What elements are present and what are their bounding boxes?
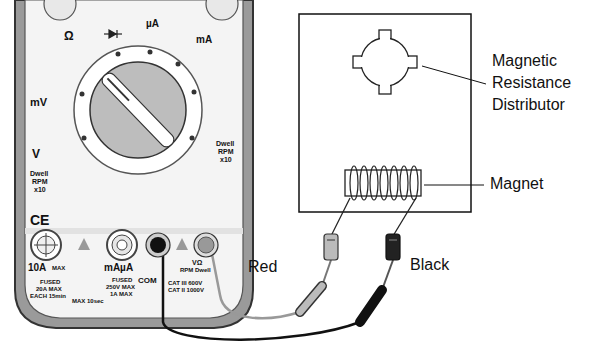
diode-symbol bbox=[104, 30, 122, 38]
jack-label: MAX bbox=[52, 265, 65, 272]
range-label: Ω bbox=[64, 30, 74, 44]
warning-triangle bbox=[176, 238, 188, 250]
fuse-note: 20A MAX bbox=[36, 286, 62, 293]
range-label: mV bbox=[30, 96, 47, 109]
jack-label: VΩ bbox=[192, 259, 202, 267]
jack-10a bbox=[31, 230, 61, 260]
jack-label: COM bbox=[138, 276, 157, 285]
ce-mark: CE bbox=[30, 212, 49, 228]
rotor-joint bbox=[359, 57, 367, 67]
coil-windings bbox=[350, 166, 418, 200]
clip-jaw bbox=[389, 240, 397, 241]
rotor-joint bbox=[403, 57, 411, 67]
coil-turn bbox=[410, 166, 418, 200]
coil-turn bbox=[380, 166, 388, 200]
jack-label: 10A bbox=[28, 262, 46, 274]
dial-dot bbox=[190, 136, 195, 141]
component-panel bbox=[299, 14, 471, 212]
lead-label: Red bbox=[248, 258, 277, 276]
range-label: RPM bbox=[218, 148, 234, 156]
com-plug bbox=[146, 233, 170, 257]
jack-label: RPM Dwell bbox=[180, 267, 211, 274]
black-alligator-clip bbox=[386, 234, 400, 260]
coil-turn bbox=[400, 166, 408, 200]
red-test-lead bbox=[212, 254, 300, 318]
rotor-joint bbox=[380, 36, 390, 44]
rotary-knob bbox=[90, 62, 186, 158]
part-label: Magnetic Resistance Distributor bbox=[492, 50, 592, 116]
distributor-rotor bbox=[353, 30, 417, 94]
safety-rating: CAT III 600V bbox=[168, 280, 202, 287]
black-probe-handle bbox=[360, 290, 382, 322]
fuse-note: EACH 15min bbox=[30, 293, 66, 300]
fuse-note: 1A MAX bbox=[110, 291, 132, 298]
jack-band bbox=[25, 228, 243, 234]
range-label: x10 bbox=[34, 186, 46, 194]
range-label: RPM bbox=[32, 178, 48, 186]
diode-bar bbox=[116, 30, 117, 38]
jack-ring bbox=[31, 230, 61, 260]
v-plug-core bbox=[198, 237, 214, 253]
leader-line bbox=[424, 185, 484, 186]
com-plug-core bbox=[150, 237, 166, 253]
jack-ma bbox=[107, 230, 137, 260]
pointer-mark bbox=[107, 78, 129, 100]
knob-pointer bbox=[100, 71, 177, 150]
jack-cross bbox=[46, 233, 47, 257]
rotor-body bbox=[361, 38, 409, 86]
red-probe-handle bbox=[300, 286, 322, 312]
housing-bump bbox=[206, 0, 238, 20]
jack-hole bbox=[112, 235, 132, 255]
v-plug bbox=[194, 233, 218, 257]
jack-label: mAµA bbox=[104, 262, 133, 274]
coil-turn bbox=[350, 166, 358, 200]
rotor-joint bbox=[380, 80, 390, 88]
range-label: mA bbox=[196, 34, 212, 46]
dial-dot bbox=[80, 92, 85, 97]
range-label: Dwell bbox=[216, 140, 234, 148]
fuse-note: 250V MAX bbox=[106, 284, 135, 291]
dial-dot bbox=[116, 52, 121, 57]
part-label: Magnet bbox=[490, 175, 543, 193]
range-label: V bbox=[32, 148, 40, 162]
coil-turn bbox=[360, 166, 368, 200]
black-test-lead bbox=[163, 256, 360, 340]
coil-lead bbox=[331, 198, 350, 236]
housing-bump bbox=[44, 0, 76, 20]
meter-face bbox=[25, 0, 243, 318]
fuse-note: MAX 10sec bbox=[72, 298, 104, 305]
range-label: µA bbox=[146, 18, 159, 30]
coil-turn bbox=[370, 166, 378, 200]
dial-dot bbox=[82, 136, 87, 141]
coil-lead bbox=[393, 198, 416, 236]
warning-triangle bbox=[78, 238, 90, 250]
range-label: Dwell bbox=[30, 170, 48, 178]
dial-dot bbox=[176, 62, 181, 67]
fuse-note: FUSED bbox=[112, 277, 132, 284]
jack-hole bbox=[117, 240, 127, 250]
fuse-note: FUSED bbox=[40, 279, 60, 286]
coil-turn bbox=[390, 166, 398, 200]
safety-rating: CAT II 1000V bbox=[168, 287, 204, 294]
jack-ring bbox=[107, 230, 137, 260]
dial-ring bbox=[74, 46, 202, 174]
lead-label: Black bbox=[410, 256, 449, 274]
dial-dot bbox=[148, 50, 153, 55]
range-label: x10 bbox=[220, 156, 232, 164]
diode-triangle bbox=[109, 30, 116, 38]
dial-dot bbox=[192, 90, 197, 95]
clip-jaw bbox=[327, 240, 335, 241]
red-alligator-clip bbox=[324, 234, 338, 260]
probe-handle-outline bbox=[300, 286, 322, 312]
leader-line bbox=[422, 66, 486, 84]
pointer-bar bbox=[100, 71, 177, 150]
